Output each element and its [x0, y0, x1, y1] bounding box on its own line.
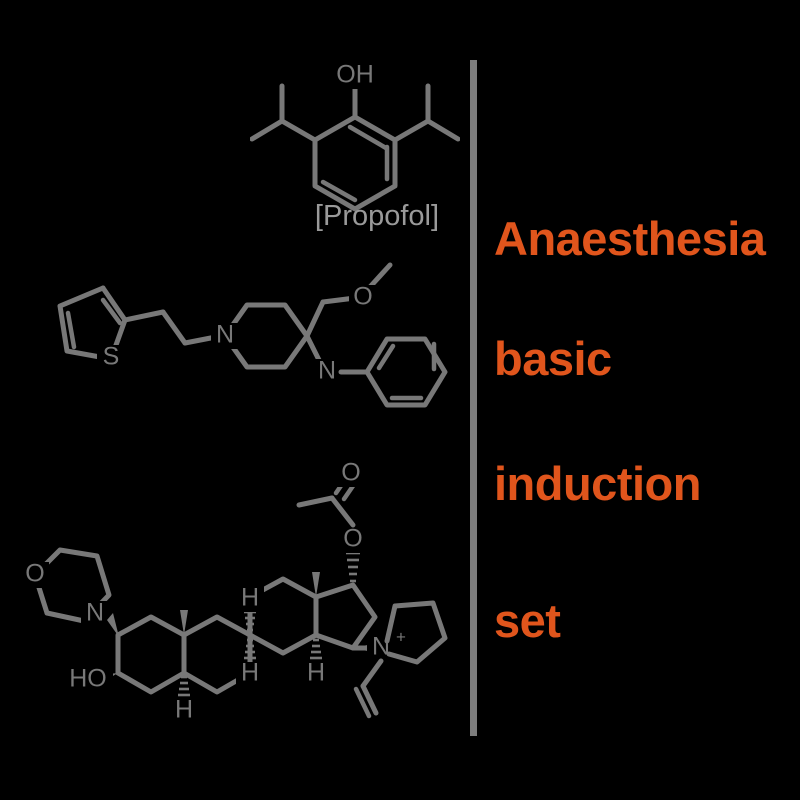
carbonyl-oxygen-label: O [341, 459, 360, 487]
hydrogen-label-c9: H [241, 659, 259, 687]
morpholine-oxygen-label: O [25, 560, 44, 588]
caption-line-basic: basic [494, 332, 612, 385]
sulfur-label: S [103, 343, 120, 371]
hydroxyl-label: HO [69, 665, 107, 693]
vertical-divider [470, 60, 477, 736]
sufentanil-structure: S N O N [57, 262, 448, 408]
positive-charge-label: + [396, 627, 406, 646]
caption-line-anaesthesia: Anaesthesia [494, 212, 766, 265]
caption-line-induction: induction [494, 457, 701, 510]
stereo-hash-c14 [310, 638, 322, 660]
hydrogen-label-c14: H [307, 659, 325, 687]
methoxy-oxygen-label: O [353, 283, 372, 311]
rocuronium-structure: O N HO H [21, 459, 448, 720]
anilino-nitrogen-label: N [318, 357, 336, 385]
propofol-structure: OH [250, 61, 460, 212]
stereo-hash-c5 [178, 675, 190, 697]
hydrogen-label-c5: H [175, 696, 193, 720]
propofol-caption: [Propofol] [314, 200, 440, 232]
stereo-hash-c9 [244, 638, 256, 660]
propofol-oh-label: OH [336, 61, 374, 89]
piperidine-nitrogen-label: N [216, 321, 234, 349]
morpholine-nitrogen-label: N [86, 599, 104, 627]
caption-column: Anaesthesia basic induction set [494, 60, 794, 736]
ester-oxygen-label: O [343, 525, 362, 553]
stereo-hash-acetate [346, 551, 360, 583]
hydrogen-label-c8: H [241, 584, 259, 612]
caption-line-set: set [494, 594, 561, 647]
